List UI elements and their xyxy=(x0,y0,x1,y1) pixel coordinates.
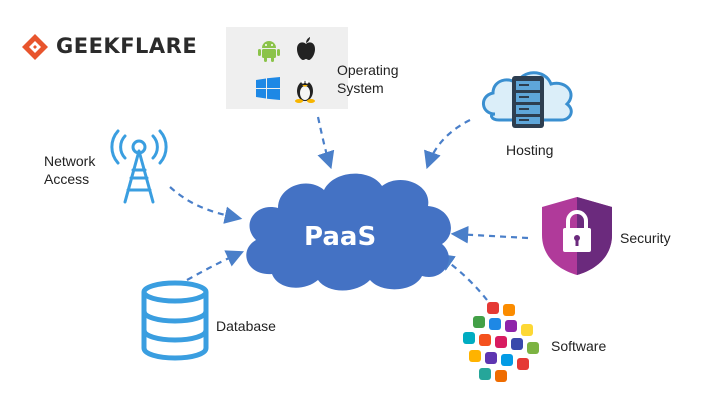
paas-cloud xyxy=(246,173,451,291)
arrow-os-to-paas xyxy=(316,116,335,170)
app-icons-cluster xyxy=(463,302,539,382)
network-label: Network Access xyxy=(44,152,95,188)
arrow-network-to-paas xyxy=(169,186,243,224)
windows-icon xyxy=(256,77,280,100)
os-label-line2: System xyxy=(337,80,384,96)
hosting-label: Hosting xyxy=(506,142,554,158)
network-label-line2: Access xyxy=(44,171,90,187)
brand-logo: GEEKFLARE xyxy=(20,30,197,64)
os-label-line1: Operating xyxy=(337,62,399,78)
os-icons-panel xyxy=(226,27,348,109)
arrow-security-to-paas xyxy=(450,225,529,244)
os-label: Operating System xyxy=(337,61,398,97)
network-label-line1: Network xyxy=(44,153,96,169)
antenna-tower-icon xyxy=(110,129,168,204)
security-label: Security xyxy=(620,230,671,246)
linux-icon xyxy=(295,80,315,103)
arrow-database-to-paas xyxy=(186,250,245,281)
brand-name: GEEKFLARE xyxy=(56,34,198,58)
shield-lock-icon xyxy=(542,197,612,275)
geekflare-logo-icon xyxy=(22,34,48,60)
android-icon xyxy=(258,41,280,62)
apple-icon xyxy=(297,37,315,60)
database-label: Database xyxy=(216,318,276,334)
arrow-hosting-to-paas xyxy=(424,119,471,170)
paas-label: PaaS xyxy=(304,222,377,252)
database-icon xyxy=(141,280,209,361)
software-label: Software xyxy=(551,338,607,354)
server-cloud-icon xyxy=(482,71,573,128)
